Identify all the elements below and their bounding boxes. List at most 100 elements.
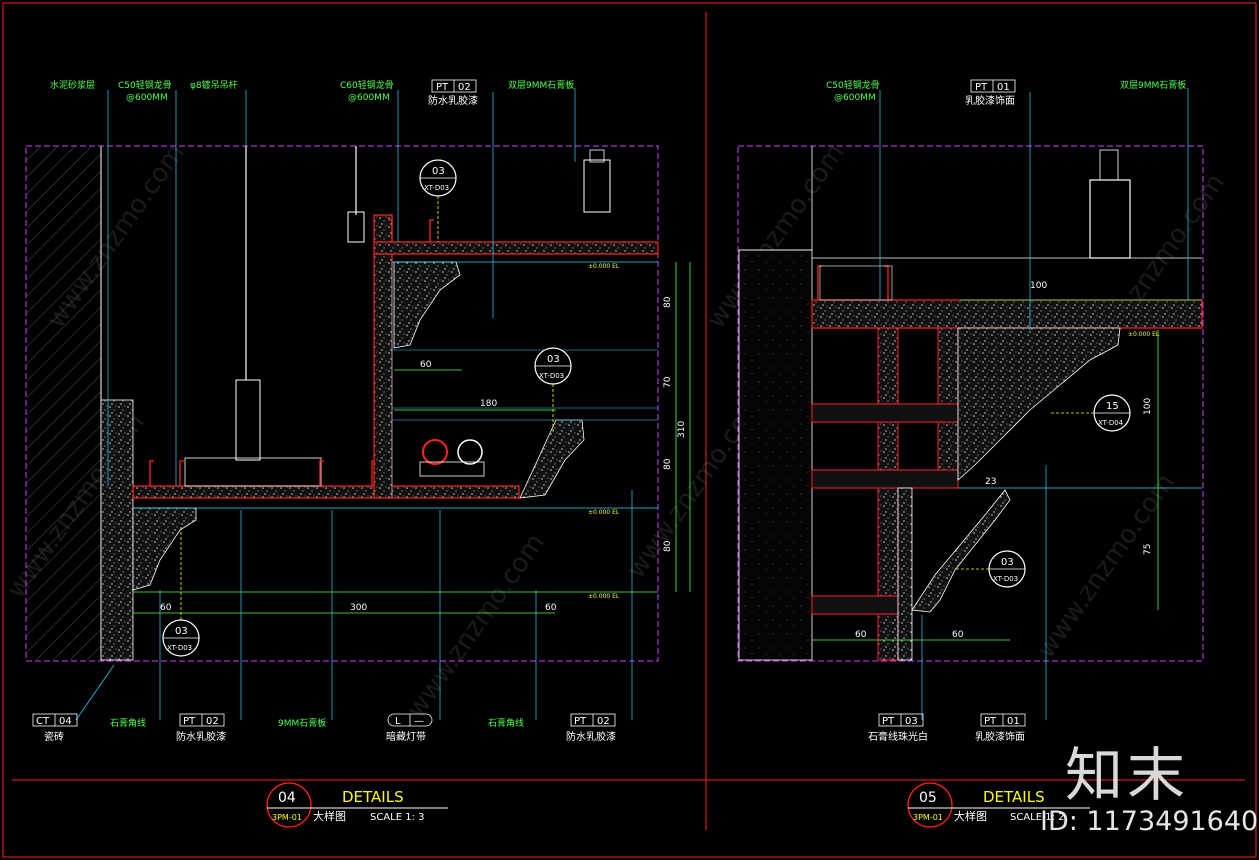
svg-text:PT: PT <box>975 82 988 93</box>
svg-text:www.znzmo.com: www.znzmo.com <box>401 528 551 724</box>
svg-text:防水乳胶漆: 防水乳胶漆 <box>428 94 478 107</box>
svg-text:180: 180 <box>480 399 497 409</box>
svg-text:60: 60 <box>160 603 172 613</box>
svg-text:PT: PT <box>574 716 587 727</box>
callout-bubble: 03 XT-D03 <box>162 525 200 657</box>
svg-text:防水乳胶漆: 防水乳胶漆 <box>176 730 226 743</box>
callout-bubble: 03 XT-D03 <box>534 347 572 430</box>
svg-text:SCALE 1: 3: SCALE 1: 3 <box>370 812 425 823</box>
svg-text:02: 02 <box>206 716 219 727</box>
svg-text:CT: CT <box>36 716 50 727</box>
svg-text:瓷砖: 瓷砖 <box>44 730 64 743</box>
gypsum-cornice <box>132 507 197 591</box>
callout-bubble: 03 XT-D03 <box>955 550 1026 588</box>
svg-text:PT: PT <box>436 82 449 93</box>
svg-text:70: 70 <box>663 376 673 388</box>
svg-text:DETAILS: DETAILS <box>342 788 404 806</box>
svg-text:乳胶漆饰面: 乳胶漆饰面 <box>975 730 1025 743</box>
gypsum-cornice <box>957 327 1121 481</box>
svg-text:60: 60 <box>855 630 867 640</box>
svg-text:XT-D03: XT-D03 <box>539 372 564 380</box>
svg-text:C50轻钢龙骨: C50轻钢龙骨 <box>118 79 172 91</box>
svg-text:05: 05 <box>919 790 937 806</box>
svg-text:防水乳胶漆: 防水乳胶漆 <box>566 730 616 743</box>
gypsum-cornice <box>393 261 461 349</box>
lamp-fixture <box>457 439 483 465</box>
svg-text:XT-D04: XT-D04 <box>1098 419 1124 427</box>
material-tag: L — 暗藏灯带 <box>386 713 433 743</box>
svg-text:3PM-01: 3PM-01 <box>913 813 943 822</box>
svg-text:03: 03 <box>1001 557 1014 568</box>
detail-title-05: 05 3PM-01 DETAILS 大样图 SCALE 1: 2 <box>907 782 1090 828</box>
svg-text:XT-D03: XT-D03 <box>424 184 449 192</box>
hanger-bracket <box>235 379 261 461</box>
svg-text:100: 100 <box>1030 281 1047 291</box>
svg-text:PT: PT <box>183 716 196 727</box>
svg-text:±0.000 EL: ±0.000 EL <box>588 593 620 600</box>
svg-text:100: 100 <box>1143 398 1153 415</box>
svg-text:02: 02 <box>458 82 471 93</box>
svg-text:石膏角线: 石膏角线 <box>110 717 146 729</box>
svg-text:—: — <box>414 716 424 727</box>
gypsum-cornice <box>519 419 585 499</box>
svg-text:暗藏灯带: 暗藏灯带 <box>386 730 426 743</box>
c-channel <box>1089 179 1131 259</box>
material-tag: PT 02 防水乳胶漆 <box>566 713 616 743</box>
svg-text:L: L <box>395 716 401 727</box>
svg-text:03: 03 <box>175 626 188 637</box>
svg-text:80: 80 <box>663 540 673 552</box>
svg-text:XT-D03: XT-D03 <box>167 644 192 652</box>
svg-text:@600MM: @600MM <box>126 93 168 103</box>
svg-text:@600MM: @600MM <box>348 93 390 103</box>
svg-text:PT: PT <box>882 716 895 727</box>
svg-text:±0.000 EL: ±0.000 EL <box>588 509 620 516</box>
concrete-wall <box>738 249 813 661</box>
svg-text:水泥砂浆层: 水泥砂浆层 <box>50 79 95 91</box>
material-tag: CT 04 瓷砖 <box>32 713 78 743</box>
svg-text:±0.000 EL: ±0.000 EL <box>1128 331 1160 338</box>
svg-text:φ8镀吊吊杆: φ8镀吊吊杆 <box>190 79 238 91</box>
svg-text:PT: PT <box>984 716 997 727</box>
svg-text:60: 60 <box>952 630 964 640</box>
svg-text:C60轻钢龙骨: C60轻钢龙骨 <box>340 79 394 91</box>
svg-text:大样图: 大样图 <box>954 809 987 823</box>
ceiling-board <box>132 485 520 499</box>
material-tag: PT 02 防水乳胶漆 <box>176 713 226 743</box>
step-wall <box>373 214 393 499</box>
detail-05: 100 100 23 75 60 60 ±0.000 EL C50轻钢龙骨 @6… <box>737 79 1204 828</box>
ceiling-board <box>811 299 1203 329</box>
svg-text:01: 01 <box>997 82 1010 93</box>
svg-text:15: 15 <box>1106 401 1119 412</box>
svg-text:石膏角线: 石膏角线 <box>488 717 524 729</box>
svg-text:03: 03 <box>547 354 560 365</box>
tile-layer <box>100 399 134 661</box>
svg-text:@600MM: @600MM <box>834 93 876 103</box>
detail-title-04: 04 3PM-01 DETAILS 大样图 SCALE 1: 3 <box>266 782 448 828</box>
svg-text:80: 80 <box>663 458 673 470</box>
svg-text:01: 01 <box>1007 716 1020 727</box>
svg-text:SCALE 1: 2: SCALE 1: 2 <box>1010 812 1065 823</box>
image-id-watermark: ID: 1173491640 <box>1040 806 1259 837</box>
lamp-fixture <box>422 439 448 465</box>
svg-text:±0.000 EL: ±0.000 EL <box>588 263 620 270</box>
svg-text:DETAILS: DETAILS <box>983 788 1045 806</box>
material-tag: PT 01 乳胶漆饰面 <box>965 79 1016 107</box>
svg-text:双层9MM石膏板: 双层9MM石膏板 <box>1120 79 1186 91</box>
svg-text:石膏线珠光白: 石膏线珠光白 <box>868 730 928 743</box>
detail-04: 80 70 80 80 310 60 180 60 300 60 ±0.000 … <box>25 79 691 828</box>
svg-text:大样图: 大样图 <box>313 809 346 823</box>
svg-text:60: 60 <box>420 360 432 370</box>
callout-bubble: 15 XT-D04 <box>1050 394 1131 432</box>
svg-text:60: 60 <box>545 603 557 613</box>
detail-04-boundary <box>25 145 659 662</box>
wall-hatch <box>27 147 101 660</box>
svg-text:XT-D03: XT-D03 <box>993 575 1018 583</box>
material-tag: PT 01 乳胶漆饰面 <box>975 713 1026 743</box>
svg-text:04: 04 <box>278 790 296 806</box>
detail-05-boundary <box>737 145 1204 662</box>
upper-board <box>373 241 659 255</box>
brand-watermark: 知末 <box>1065 741 1190 809</box>
material-tag: PT 03 石膏线珠光白 <box>868 713 928 743</box>
svg-text:75: 75 <box>1143 544 1153 555</box>
